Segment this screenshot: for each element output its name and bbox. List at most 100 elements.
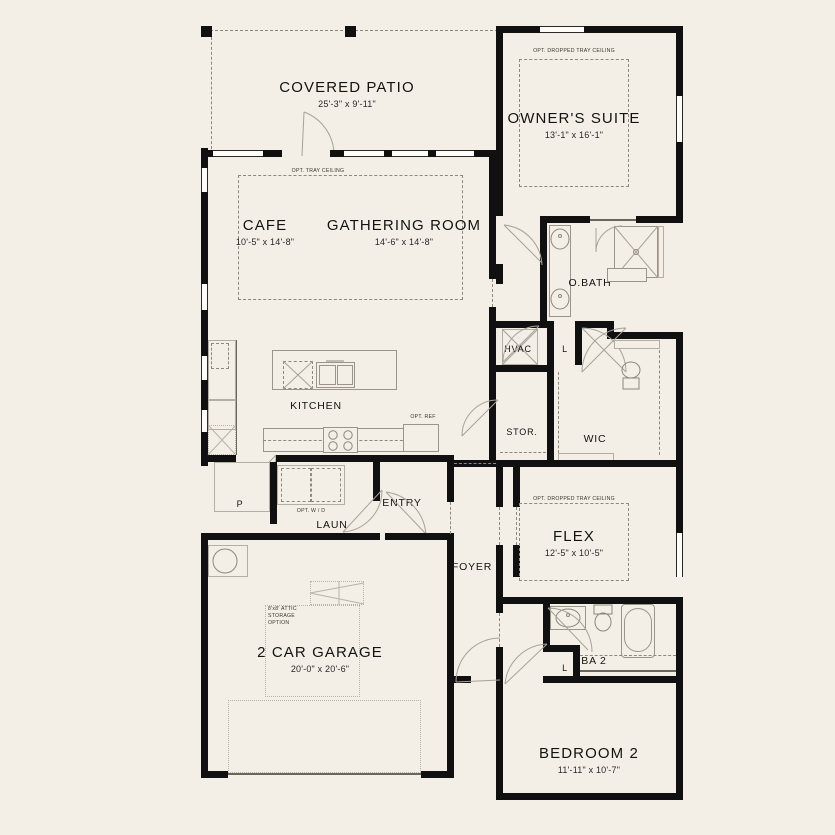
ba2-sink [555,608,581,628]
room-label-covered-patio: COVERED PATIO 25'-3" x 9'-11" [227,79,467,109]
patio-roof-dashed-left [211,32,212,154]
garage-south-wall-left [201,771,228,778]
linen-2-label: L [562,663,568,673]
bedroom2-closet-rod [580,655,676,656]
rear-wall-seg-5 [474,150,496,157]
rear-wall-seg-2 [330,150,344,157]
foyer-opening-dashed-2 [499,507,500,545]
hvac-north-wall [496,321,547,328]
hall-bedroom-door-swing [504,643,548,685]
rear-window-3 [392,150,428,157]
kitchen-range [323,427,358,453]
pantry-east-wall [270,462,277,524]
linen-1-west-wall [547,321,554,365]
attic-note-line-2: STORAGE [268,613,296,619]
garage-attic-storage-note: 8'x8' ATTIC STORAGE OPTION [268,606,297,627]
hall-south-wall [496,460,520,467]
west-window-4 [201,410,208,432]
wic-north-wall [607,321,614,339]
linen-2-south-wall [543,676,580,683]
entry-north-wall [420,455,454,462]
gathering-room-dimensions: 14'-6" x 14'-8" [374,237,434,247]
flex-west-wall-b [513,545,520,577]
owners-suite-north-wall [496,26,683,33]
foyer-opening-dashed-1 [450,502,451,534]
gathering-east-wall-c [489,369,496,467]
west-window-2 [201,284,208,310]
kitchen-sink-basin-left [319,365,336,385]
ba2-west-wall [543,604,550,648]
rear-wall-seg-3 [384,150,392,157]
kitchen-left-cabinet-dashed [211,343,229,369]
west-window-3 [201,356,208,380]
patio-post-left [201,26,212,37]
west-exterior-wall-3 [201,310,208,356]
hvac-door-swing [502,325,540,363]
garage-name: 2 CAR GARAGE [257,644,383,661]
entry-door-swing [385,491,427,537]
owners-bath-door-swing [503,224,543,266]
cafe-name: CAFE [242,217,288,234]
patio-roof-dashed-top [205,30,683,31]
rear-wall-seg-1 [263,150,282,157]
garage-dimensions: 20'-0" x 20'-6" [290,664,350,674]
bedroom2-dimensions: 11'-11" x 10'-7" [557,765,621,775]
stor-east-wall [547,365,554,463]
laundry-wd-dashed-right [311,468,341,502]
wic-east-exterior [676,339,683,467]
laundry-label: LAUN [316,519,348,531]
foyer-east-wall-c [496,647,503,683]
garage-water-heater-box [208,545,248,577]
hall-wall-north [496,264,503,284]
owners-suite-tray-outline [519,59,629,187]
laundry-north-wall-b [276,455,420,462]
kitchen-label: KITCHEN [290,400,342,412]
laundry-south-wall [201,533,380,540]
obath-shower-seat [607,268,647,282]
ba2-toilet [593,604,613,632]
obath-sink-1 [550,228,570,250]
rear-wall-seg-4 [428,150,436,157]
ba2-label: BA 2 [581,655,607,667]
front-door-swing [455,637,501,683]
owners-suite-dimensions: 13'-1" x 16'-1" [544,130,604,140]
ba2-door-swing [547,607,593,653]
covered-patio-dimensions: 25'-3" x 9'-11" [318,99,376,109]
kitchen-left-cabinet-upper [208,340,236,400]
linen-1-label: L [562,344,568,354]
foyer-front-wall-left [447,676,471,683]
garage-water-heater-circle [212,548,238,574]
garage-door-apron-dotted [228,700,421,773]
obath-wic-door-swing-2 [581,327,627,373]
owners-suite-name: OWNER'S SUITE [507,110,641,127]
obath-sink-2 [550,288,570,310]
owners-suite-tray-note: OPT. DROPPED TRAY CEILING [533,48,615,54]
laundry-opt-wd-note: OPT. W / D [296,508,326,514]
stor-shelf-dashed [500,452,546,453]
room-label-flex: FLEX 12'-5" x 10'-5" [499,528,649,558]
kitchen-dishwasher-dotted [208,425,236,455]
kitchen-cabinet-edge [236,340,237,455]
flex-east-exterior [676,467,683,533]
gathering-east-wall-b [489,307,496,369]
wic-label: WIC [583,433,607,445]
flex-name: FLEX [553,528,595,545]
gathering-east-opening-dashed [492,279,493,307]
laundry-door-swing [342,489,383,533]
obath-west-wall [540,216,547,321]
wic-shelf-top-right [614,340,660,349]
bedroom2-north-wall [580,676,683,683]
garage-south-wall-right [421,771,454,778]
obath-shower-door-swing [595,225,623,253]
stor-north-wall [496,365,547,372]
wic-shelf-right [659,345,660,455]
bedroom2-south-wall [496,793,683,800]
obath-label: O.BATH [568,277,612,289]
foyer-east-wall-a [496,467,503,507]
pantry-label: P [236,499,244,509]
owners-suite-north-window [540,26,584,33]
linen-1-east-wall [575,321,582,365]
garage-overhead-door [228,773,421,775]
room-label-gathering-room: GATHERING ROOM 14'-6" x 14'-8" [309,217,499,247]
stor-door-swing [461,399,499,437]
